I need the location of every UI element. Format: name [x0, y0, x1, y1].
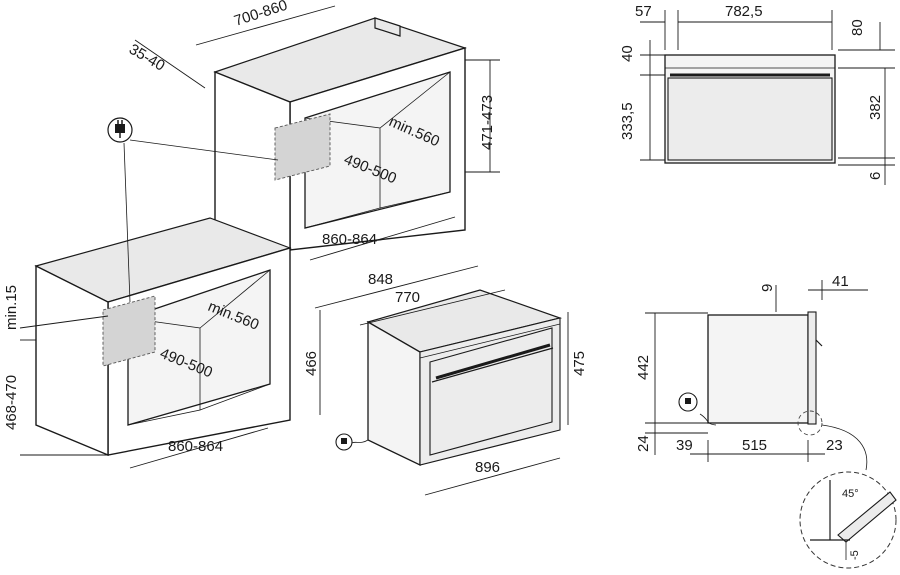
- dim-front-3335: 333,5: [619, 102, 636, 140]
- dim-oven-width: 896: [475, 459, 500, 476]
- dim-detail-angle: 45°: [842, 488, 859, 500]
- electric-plug-icon: [678, 392, 698, 412]
- dim-tall-width: 860-864: [322, 231, 377, 248]
- dim-oven-height-body: 466: [303, 351, 320, 376]
- electric-plug-icon: [107, 117, 133, 143]
- side-view: [699, 311, 823, 426]
- dim-oven-height: 475: [571, 351, 588, 376]
- dim-front-382: 382: [867, 95, 884, 120]
- dim-tall-depth: 700-860: [232, 0, 290, 30]
- dim-side-442: 442: [635, 355, 652, 380]
- detail-circle: [799, 471, 897, 569]
- dim-side-41: 41: [832, 273, 849, 290]
- dim-side-24: 24: [635, 435, 652, 452]
- iso-dimensions: [19, 5, 569, 496]
- tall-cabinet: [213, 17, 467, 251]
- dim-front-6: 6: [867, 172, 884, 180]
- dim-base-width: 860-864: [168, 438, 223, 455]
- side-dimensions: [645, 280, 868, 462]
- dim-side-23: 23: [826, 437, 843, 454]
- dim-front-top: 80: [849, 19, 866, 36]
- dim-base-gap: min.15: [3, 285, 20, 330]
- oven-3d: [349, 289, 563, 467]
- dim-oven-depth-body: 770: [395, 289, 420, 306]
- dim-base-height: 468-470: [3, 375, 20, 430]
- front-dimensions: [640, 10, 895, 185]
- dim-side-9: 9: [759, 284, 776, 292]
- dim-front-width: 782,5: [725, 3, 763, 20]
- dim-detail-offset: -5: [849, 550, 861, 560]
- front-view: [664, 54, 836, 164]
- socket-zone-tall: [274, 113, 331, 181]
- base-cabinet: [34, 217, 292, 457]
- dim-tall-offset: 35-40: [126, 41, 168, 75]
- dim-front-40: 40: [619, 45, 636, 62]
- dim-front-left: 57: [635, 3, 652, 20]
- dim-oven-depth: 848: [368, 271, 393, 288]
- dim-side-39: 39: [676, 437, 693, 454]
- dim-tall-niche-height: 471-473: [479, 95, 496, 150]
- dim-side-515: 515: [742, 437, 767, 454]
- socket-zone-base: [102, 295, 156, 367]
- power-cable-icon: [335, 433, 353, 451]
